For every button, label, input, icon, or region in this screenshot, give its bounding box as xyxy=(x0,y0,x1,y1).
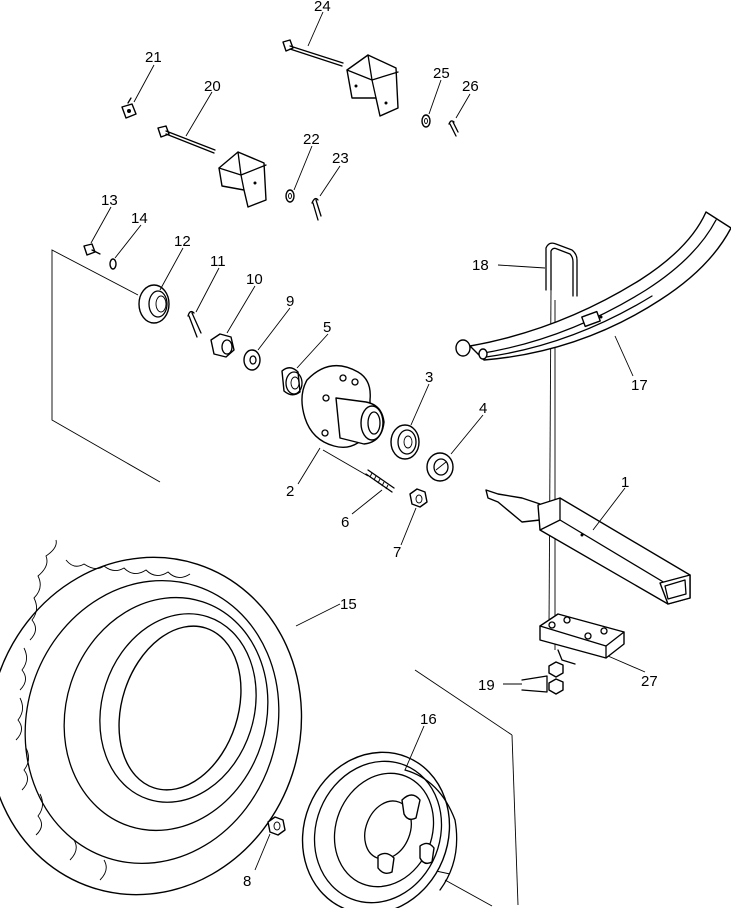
callout-26: 26 xyxy=(462,78,479,95)
part-11-cotter-pin xyxy=(187,310,202,338)
part-13-bolt xyxy=(83,243,101,256)
callout-20: 20 xyxy=(204,78,221,95)
callout-19: 19 xyxy=(478,677,495,694)
part-5-bearing xyxy=(281,367,303,396)
part-1-axle xyxy=(485,489,691,605)
part-18-u-bolt xyxy=(545,242,578,297)
part-19-nuts xyxy=(521,661,564,695)
callout-22: 22 xyxy=(303,131,320,148)
part-26-cotter-pin xyxy=(448,120,459,137)
callout-3: 3 xyxy=(425,369,433,386)
part-24-bolt xyxy=(282,39,344,67)
bracket-upper xyxy=(346,54,399,117)
callout-24: 24 xyxy=(314,0,331,15)
part-3-bearing xyxy=(390,424,420,460)
callout-18: 18 xyxy=(472,257,489,274)
bracket-middle xyxy=(218,151,267,208)
callout-labels: 24 21 20 25 26 22 23 13 14 12 11 10 9 5 … xyxy=(101,0,658,890)
part-17-leaf-spring xyxy=(455,211,731,361)
part-27-plate xyxy=(539,613,625,665)
callout-9: 9 xyxy=(286,293,294,310)
callout-23: 23 xyxy=(332,150,349,167)
callout-12: 12 xyxy=(174,233,191,250)
part-20-bolt xyxy=(157,125,216,154)
part-7-nut xyxy=(409,488,428,508)
callout-8: 8 xyxy=(243,873,251,890)
part-10-nut xyxy=(210,333,235,358)
callout-14: 14 xyxy=(131,210,148,227)
part-9-washer xyxy=(243,349,261,371)
part-21-bolt xyxy=(121,97,137,119)
callout-10: 10 xyxy=(246,271,263,288)
part-25-washer xyxy=(421,114,431,128)
callout-15: 15 xyxy=(340,596,357,613)
callout-1: 1 xyxy=(621,474,629,491)
callout-4: 4 xyxy=(479,400,487,417)
callout-13: 13 xyxy=(101,192,118,209)
part-2-hub xyxy=(301,364,385,448)
callout-2: 2 xyxy=(286,483,294,500)
part-22-washer xyxy=(285,189,295,203)
part-15-tire xyxy=(0,539,303,896)
part-4-seal xyxy=(426,452,454,482)
callout-27: 27 xyxy=(641,673,658,690)
part-6-stud xyxy=(365,469,395,493)
callout-25: 25 xyxy=(433,65,450,82)
part-8-nut xyxy=(267,816,286,836)
callout-leaders xyxy=(90,11,646,871)
part-16-rim xyxy=(301,751,458,908)
part-23-cotter-pin xyxy=(311,197,322,221)
callout-5: 5 xyxy=(323,319,331,336)
part-14-washer xyxy=(109,258,117,270)
callout-7: 7 xyxy=(393,544,401,561)
callout-11: 11 xyxy=(210,253,226,270)
part-12-hub-cap xyxy=(138,284,170,324)
callout-21: 21 xyxy=(145,49,162,66)
callout-6: 6 xyxy=(341,514,349,531)
callout-16: 16 xyxy=(420,711,437,728)
callout-17: 17 xyxy=(631,377,648,394)
